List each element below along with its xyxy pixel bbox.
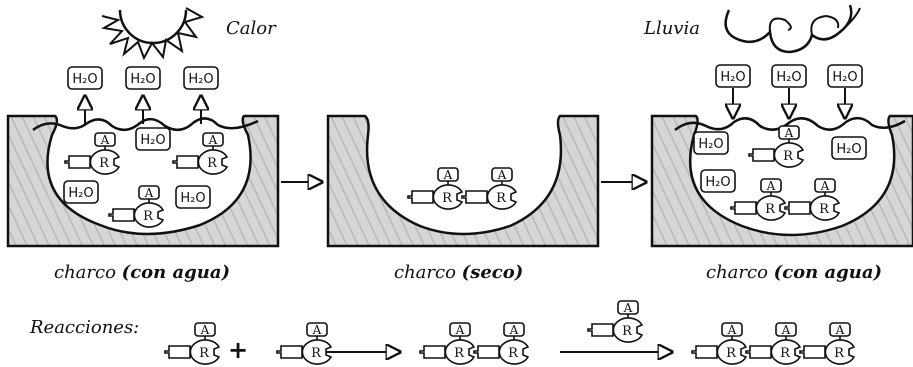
r-label: R [783,149,794,164]
water-molecule-badge: H₂O [693,131,729,155]
a-label: A [144,186,154,200]
puddle-basin-1 [6,114,280,248]
water-vapor-badge: H₂O [125,66,161,90]
a-label: A [623,301,633,315]
r-label: R [622,324,633,339]
a-label: A [497,168,507,182]
r-label: R [726,346,737,361]
water-formula-text: H₂O [72,72,97,87]
water-formula-text: H₂O [705,175,730,190]
water-formula-text: H₂O [836,142,861,157]
r-label: R [199,346,210,361]
plus-sign: + [228,336,248,364]
a-label: A [509,323,519,337]
cloud-icon [724,4,861,54]
a-label: A [727,323,737,337]
water-vapor-badge: H₂O [183,66,219,90]
monomer-molecule: RA [748,125,805,168]
water-molecule-badge: H₂O [135,127,171,151]
a-label: A [312,323,322,337]
reaction-monomer: RA [276,322,333,365]
r-label: R [819,202,830,217]
water-formula-text: H₂O [188,72,213,87]
water-molecule-badge: H₂O [831,136,867,160]
a-label: A [443,168,453,182]
r-label: R [143,209,154,224]
a-label: A [208,133,218,147]
a-label: A [100,133,110,147]
water-rain-badge: H₂O [771,64,807,88]
heat-label: Calor [226,18,276,39]
r-label: R [207,156,218,171]
water-rain-badge: H₂O [715,64,751,88]
evaporation-arrows [85,96,201,124]
reaction-monomer: RA [164,322,221,365]
monomer-molecule: RA [108,185,165,228]
water-molecule-badge: H₂O [175,185,211,209]
water-formula-text: H₂O [776,70,801,85]
a-label: A [766,179,776,193]
monomer-molecule: RA [172,132,229,175]
water-formula-text: H₂O [68,186,93,201]
water-formula-text: H₂O [698,137,723,152]
puddle-caption-1: charco (con agua) [54,262,230,283]
water-molecule-badge: H₂O [700,169,736,193]
sun-icon [101,7,205,61]
water-rain-badge: H₂O [827,64,863,88]
puddle-caption-2: charco (seco) [394,262,523,283]
water-formula-text: H₂O [140,133,165,148]
r-label: R [834,346,845,361]
puddle-caption-2-plain: charco [394,262,456,283]
water-formula-text: H₂O [180,191,205,206]
r-label: R [311,346,322,361]
a-label: A [820,179,830,193]
puddle-caption-3-plain: charco [706,262,768,283]
r-label: R [496,191,507,206]
water-formula-text: H₂O [130,72,155,87]
reaction-monomer: RA [587,300,644,343]
a-label: A [784,126,794,140]
water-formula-text: H₂O [720,70,745,85]
water-formula-text: H₂O [832,70,857,85]
a-label: A [835,323,845,337]
rain-label: Lluvia [644,18,700,39]
water-vapor-badge: H₂O [67,66,103,90]
puddle-caption-1-plain: charco [54,262,116,283]
puddle-caption-1-bold: (con agua) [121,262,231,283]
r-label: R [454,346,465,361]
a-label: A [781,323,791,337]
r-label: R [442,191,453,206]
water-molecule-badge: H₂O [63,180,99,204]
r-label: R [508,346,519,361]
puddle-caption-3-bold: (con agua) [773,262,883,283]
rain-arrows [733,88,845,118]
monomer-molecule: RA [64,132,121,175]
a-label: A [455,323,465,337]
r-label: R [780,346,791,361]
r-label: R [99,156,110,171]
puddle-basin-2 [326,114,600,248]
a-label: A [200,323,210,337]
r-label: R [765,202,776,217]
reactions-label: Reacciones: [30,317,140,338]
puddle-caption-3: charco (con agua) [706,262,882,283]
puddle-caption-2-bold: (seco) [461,262,524,283]
